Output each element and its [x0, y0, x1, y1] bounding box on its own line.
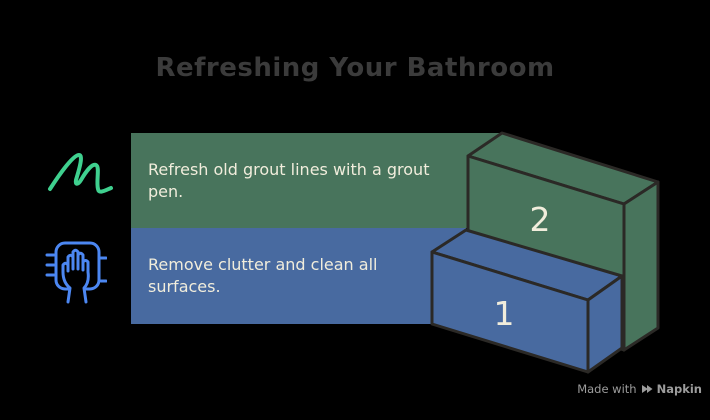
squiggle-icon — [47, 145, 117, 209]
page-title: Refreshing Your Bathroom — [155, 53, 555, 83]
napkin-logo-icon — [641, 385, 653, 393]
block-2-number: 2 — [530, 200, 551, 239]
watermark-made-with: Made with — [577, 382, 637, 396]
step-2-label: Refresh old grout lines with a grout pen… — [148, 159, 430, 201]
watermark: Made with Napkin — [577, 382, 702, 396]
watermark-brand: Napkin — [656, 382, 702, 396]
block-1-number: 1 — [494, 294, 515, 333]
step-1-label: Remove clutter and clean all surfaces. — [148, 255, 378, 296]
step-2-bar: Refresh old grout lines with a grout pen… — [131, 133, 502, 228]
hand-wipe-icon — [45, 238, 108, 308]
step-1-bar: Remove clutter and clean all surfaces. — [131, 228, 466, 324]
